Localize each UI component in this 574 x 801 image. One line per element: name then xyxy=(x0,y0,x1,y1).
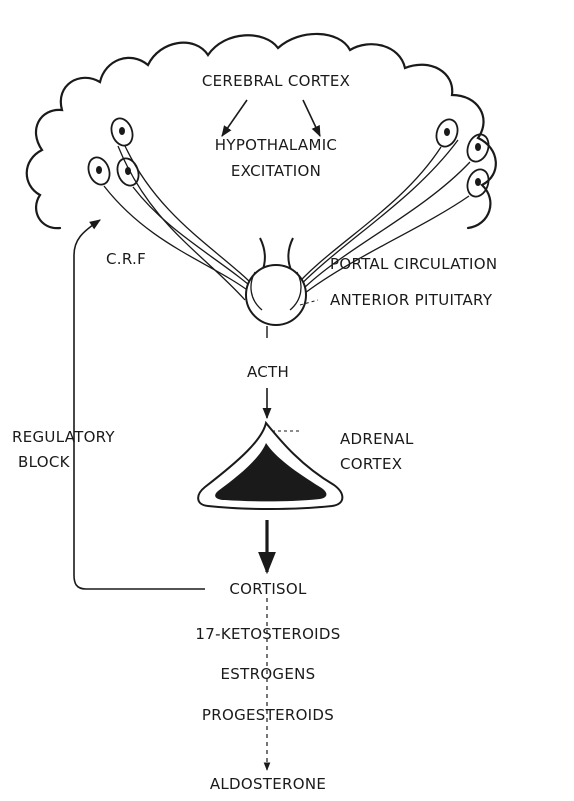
hypothalamic-label: HYPOTHALAMIC xyxy=(215,138,337,153)
adrenal-label: ADRENAL xyxy=(340,432,414,447)
cortex-arrow-right xyxy=(303,100,320,136)
regulatory-label: REGULATORY xyxy=(12,430,115,445)
progesteroids-label: PROGESTEROIDS xyxy=(202,708,334,723)
cortex-label: CORTEX xyxy=(340,457,402,472)
excitation-label: EXCITATION xyxy=(231,164,321,179)
portal-circulation-label: PORTAL CIRCULATION xyxy=(330,257,497,272)
anterior-pituitary-label: ANTERIOR PITUITARY xyxy=(330,293,492,308)
anterior-pituitary-gland xyxy=(246,265,306,325)
aldosterone-label: ALDOSTERONE xyxy=(210,777,326,792)
cerebral-cortex-label: CEREBRAL CORTEX xyxy=(202,74,350,89)
cortisol-label: CORTISOL xyxy=(229,582,306,597)
brain-outline xyxy=(27,34,496,228)
crf-label: C.R.F xyxy=(106,252,146,267)
block-label: BLOCK xyxy=(18,455,70,470)
estrogens-label: ESTROGENS xyxy=(221,667,316,682)
cortex-arrow-left xyxy=(222,100,247,136)
acth-label: ACTH xyxy=(247,365,289,380)
ketosteroids-label: 17-KETOSTEROIDS xyxy=(195,627,340,642)
regulatory-feedback-line xyxy=(74,220,205,589)
